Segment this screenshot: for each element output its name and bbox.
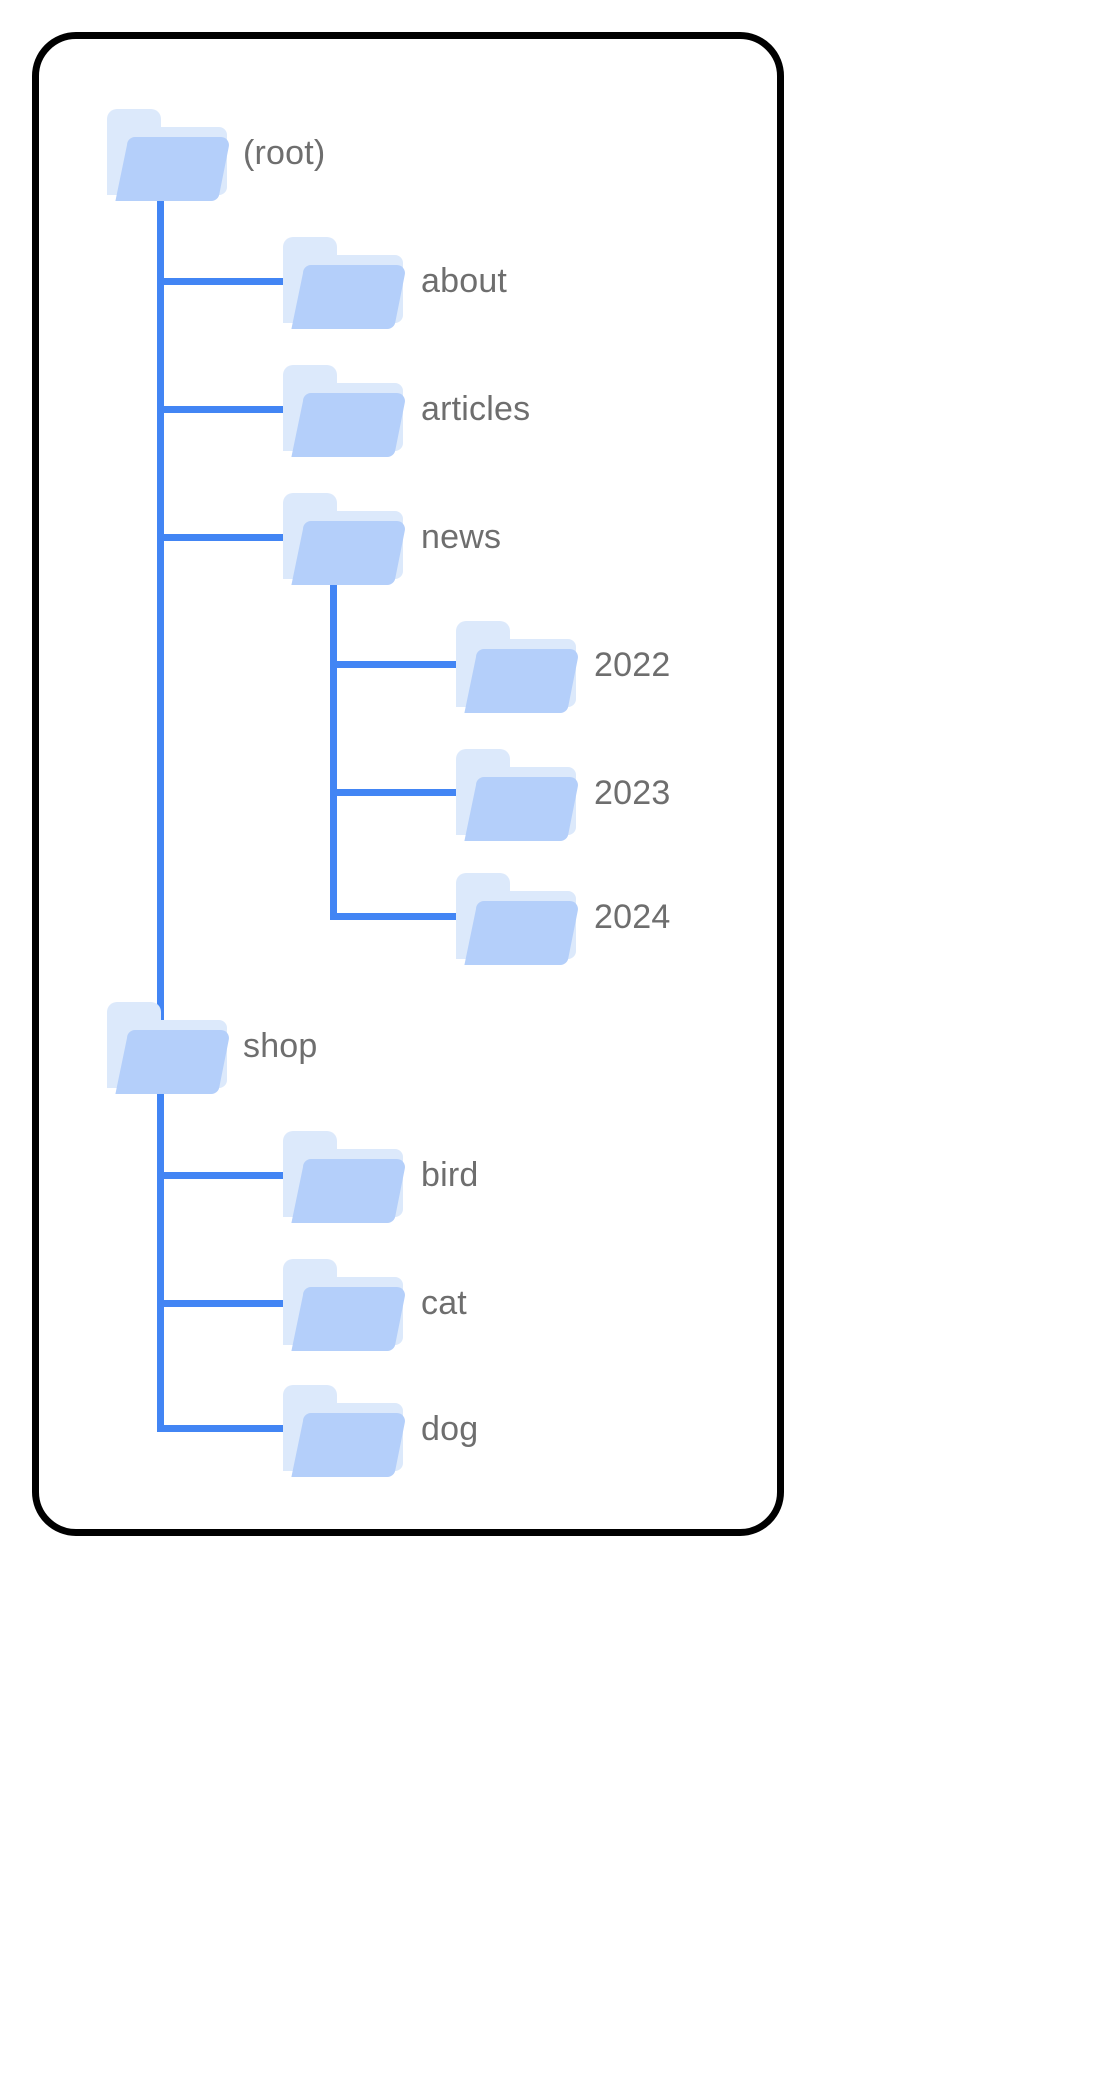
folder-tree: (root) about	[39, 39, 777, 1529]
folder-icon	[277, 1377, 407, 1481]
tree-node-label: (root)	[243, 133, 326, 172]
tree-node-bird[interactable]: bird	[277, 1123, 479, 1227]
folder-icon	[277, 485, 407, 589]
connector-shop-trunk	[157, 1081, 164, 1431]
tree-node-label: about	[421, 261, 508, 300]
connector-shop-bird	[157, 1172, 287, 1179]
tree-node-label: 2023	[594, 773, 671, 812]
diagram-card: (root) about	[32, 32, 784, 1536]
folder-icon	[101, 994, 231, 1098]
tree-node-about[interactable]: about	[277, 229, 507, 333]
folder-icon	[277, 1123, 407, 1227]
connector-root-articles	[157, 406, 287, 413]
tree-node-label: news	[421, 517, 502, 556]
connector-news-2024	[330, 913, 460, 920]
connector-news-2023	[330, 789, 460, 796]
connector-news-2022	[330, 661, 460, 668]
connector-news-trunk	[330, 569, 337, 919]
tree-node-root[interactable]: (root)	[101, 101, 325, 205]
tree-node-label: 2024	[594, 897, 671, 936]
tree-node-label: cat	[421, 1283, 467, 1322]
tree-node-label: 2022	[594, 645, 671, 684]
folder-icon	[277, 1251, 407, 1355]
folder-icon	[450, 741, 580, 845]
folder-icon	[450, 613, 580, 717]
tree-node-label: shop	[243, 1026, 318, 1065]
connector-root-news	[157, 534, 287, 541]
connector-shop-dog	[157, 1425, 287, 1432]
folder-icon	[101, 101, 231, 205]
connector-shop-cat	[157, 1300, 287, 1307]
tree-node-dog[interactable]: dog	[277, 1377, 478, 1481]
folder-icon	[277, 357, 407, 461]
tree-node-2024[interactable]: 2024	[450, 865, 670, 969]
connector-root-about	[157, 278, 287, 285]
tree-node-cat[interactable]: cat	[277, 1251, 467, 1355]
tree-node-2022[interactable]: 2022	[450, 613, 670, 717]
folder-icon	[277, 229, 407, 333]
tree-node-news[interactable]: news	[277, 485, 501, 589]
tree-node-label: dog	[421, 1409, 479, 1448]
tree-node-label: articles	[421, 389, 531, 428]
tree-node-shop[interactable]: shop	[101, 994, 318, 1098]
folder-icon	[450, 865, 580, 969]
tree-node-2023[interactable]: 2023	[450, 741, 670, 845]
tree-node-label: bird	[421, 1155, 479, 1194]
connector-root-trunk	[157, 187, 164, 1049]
tree-node-articles[interactable]: articles	[277, 357, 530, 461]
